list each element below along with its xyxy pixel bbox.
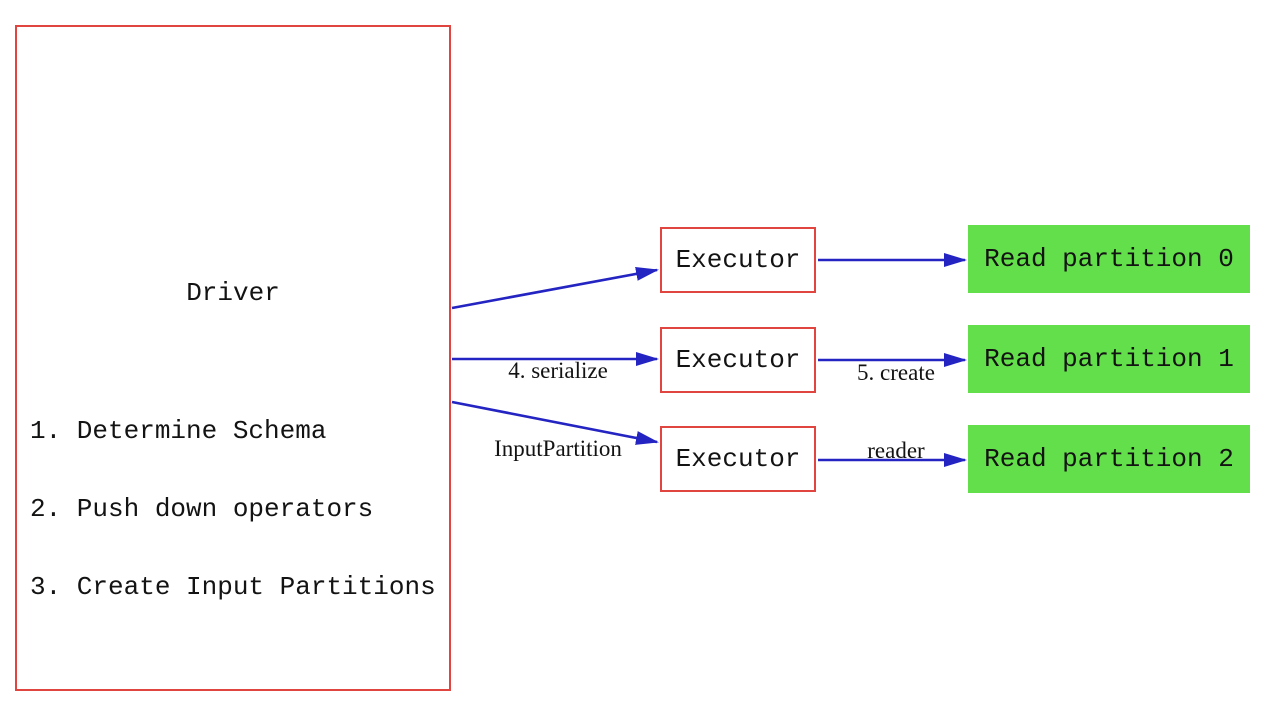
driver-step-2: 2. Push down operators [30,494,374,524]
edge-label-serialize: 4. serialize InputPartition [452,306,664,514]
executor-label-1: Executor [675,345,801,375]
read-partition-node-1: Read partition 1 [968,325,1250,393]
executor-node-2: Executor [660,426,816,492]
edge-driver-to-executor-0 [451,266,659,310]
driver-node: Driver 1. Determine Schema 2. Push down … [15,25,451,691]
executor-node-1: Executor [660,327,816,393]
executor-label-0: Executor [675,245,801,275]
read-partition-label-0: Read partition 0 [984,244,1234,274]
executor-node-0: Executor [660,227,816,293]
driver-title: Driver [186,278,280,308]
edge-label-create-reader-line1: 5. create [857,360,935,385]
read-partition-node-2: Read partition 2 [968,425,1250,493]
edge-label-serialize-line2: InputPartition [494,436,622,461]
executor-label-2: Executor [675,444,801,474]
driver-step-1: 1. Determine Schema [30,416,327,446]
read-partition-label-1: Read partition 1 [984,344,1234,374]
edge-label-serialize-line1: 4. serialize [508,358,608,383]
read-partition-label-2: Read partition 2 [984,444,1234,474]
driver-steps-list: 1. Determine Schema 2. Push down operato… [30,366,436,652]
edge-label-create-reader-line2: reader [867,438,925,463]
read-partition-node-0: Read partition 0 [968,225,1250,293]
edge-label-create-reader: 5. create reader [822,308,970,516]
driver-step-3: 3. Create Input Partitions [30,572,436,602]
